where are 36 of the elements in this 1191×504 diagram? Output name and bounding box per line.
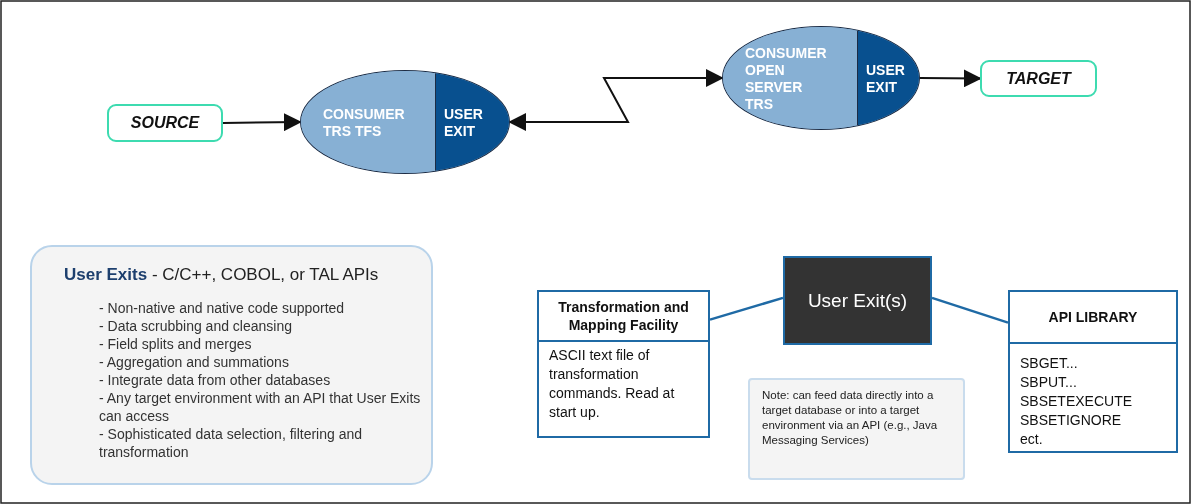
function-name: SBGET... <box>1019 354 1079 374</box>
consumer-section <box>723 27 858 129</box>
section-label: CONSUMER TRS TFS <box>323 106 405 140</box>
bullet-item: - Non-native and native code supported <box>98 299 346 317</box>
arrow <box>222 113 302 132</box>
user-exit-box <box>783 256 932 345</box>
info-panel <box>30 245 433 485</box>
function-name: SBPUT... <box>1019 373 1078 393</box>
function-name: SBSETIGNORE <box>1019 411 1123 431</box>
connector-line <box>709 296 784 321</box>
function-name: SBSETEXECUTE <box>1019 392 1134 412</box>
terminal-label: SOURCE <box>130 114 200 132</box>
facility-box <box>537 290 710 438</box>
bullet-item: - Any target environment with an API that User Exits can access <box>98 389 421 425</box>
bullet-item: - Aggregation and summations <box>98 353 290 371</box>
bullet-item: - Integrate data from other databases <box>98 371 332 389</box>
bullet-item: - Field splits and merges <box>98 335 253 353</box>
source-terminal <box>107 104 223 142</box>
api-library-box <box>1008 290 1178 453</box>
target-terminal <box>980 60 1097 97</box>
box-description: ASCII text file of transformation commands. Read at start up. <box>548 346 676 423</box>
function-name: ect. <box>1019 430 1044 450</box>
section-label: USER EXIT <box>444 106 484 140</box>
consumer-section <box>301 71 436 173</box>
terminal-label: TARGET <box>1006 69 1071 88</box>
bullet-item: - Data scrubbing and cleansing <box>98 317 293 335</box>
box-heading: Transformation and Mapping Facility <box>539 292 708 343</box>
connector-line <box>931 296 1009 324</box>
section-label: USER EXIT <box>866 62 906 96</box>
note-box <box>748 378 965 480</box>
section-label: CONSUMER OPEN SERVER TRS <box>745 45 827 113</box>
box-title: User Exit(s) <box>807 289 908 312</box>
note-text: Note: can feed data directly into a target database or into a target environment via an API (e.g., Java Messaging Services) <box>762 388 939 448</box>
panel-heading: User Exits - C/C++, COBOL, or TAL APIs <box>64 265 380 285</box>
bullet-item: - Sophisticated data selection, filtering and transformation <box>98 425 364 461</box>
box-heading: API LIBRARY <box>1010 292 1176 345</box>
